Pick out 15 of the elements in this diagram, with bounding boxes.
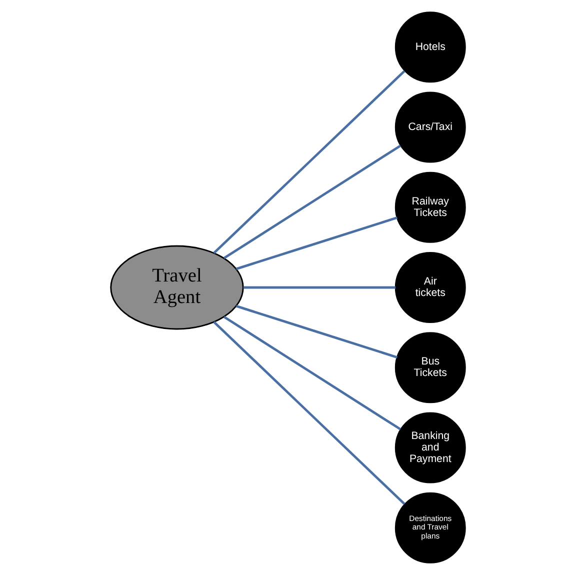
connector — [242, 286, 396, 289]
node-circle: Banking and Payment — [394, 412, 466, 484]
connector — [222, 316, 401, 430]
node-circle: Air tickets — [394, 252, 466, 323]
node-circle: Hotels — [394, 12, 466, 83]
connector — [212, 70, 405, 254]
connector — [235, 216, 398, 270]
node-circle: Railway Tickets — [394, 172, 466, 243]
node-ellipse: Travel Agent — [110, 245, 244, 330]
connector — [235, 304, 398, 358]
node-circle: Destinations and Travel plans — [394, 492, 466, 564]
node-circle: Cars/Taxi — [394, 92, 466, 163]
node-circle: Bus Tickets — [394, 332, 466, 404]
connector — [212, 321, 405, 505]
connector — [222, 144, 401, 260]
